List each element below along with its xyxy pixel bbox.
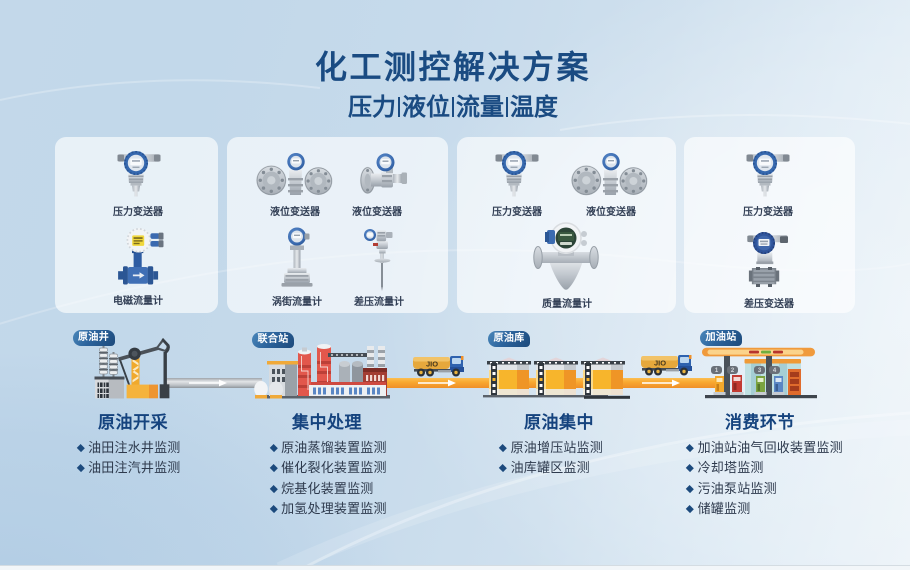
svg-text:1: 1 <box>715 368 719 374</box>
svg-text:JIO: JIO <box>426 360 438 369</box>
svg-text:4: 4 <box>773 368 777 374</box>
svg-text:2: 2 <box>731 368 735 374</box>
svg-text:3: 3 <box>758 368 762 374</box>
svg-text:JIO: JIO <box>654 359 666 368</box>
